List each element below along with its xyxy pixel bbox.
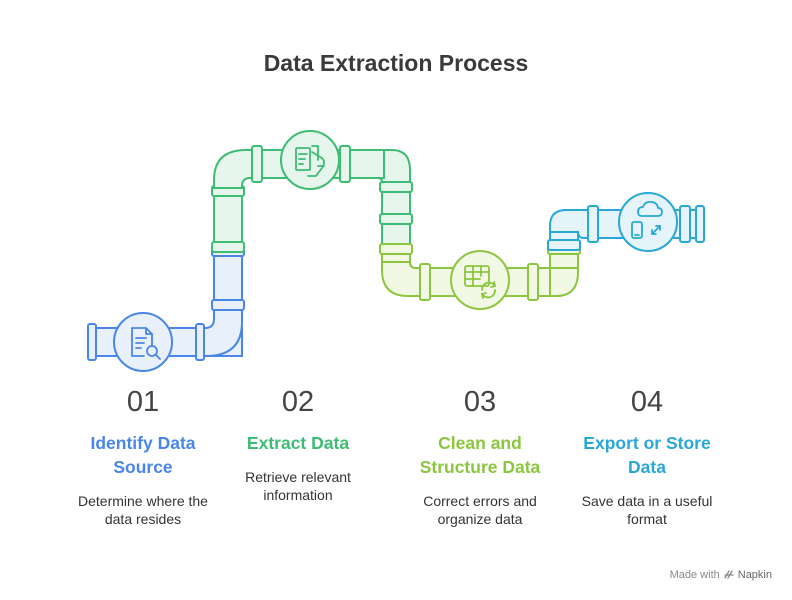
step-1-title: Identify Data Source: [58, 431, 228, 479]
step-4-title: Export or Store Data: [562, 431, 732, 479]
table-refresh-icon: [464, 265, 496, 299]
napkin-logo-icon: [724, 570, 734, 579]
hand-extract-icon: [295, 145, 325, 177]
step-1-title-line-2: Source: [113, 457, 173, 477]
step-2-desc-line-1: Retrieve relevant: [245, 469, 351, 485]
step-4-title-line-1: Export or Store: [583, 433, 711, 453]
footer-brand: Napkin: [737, 569, 772, 581]
step-1-number: 01: [126, 386, 160, 418]
step-1-desc-line-1: Determine where the: [78, 493, 208, 509]
step-2-title: Extract Data: [213, 431, 383, 455]
step-4-desc-line-1: Save data in a useful: [581, 493, 713, 509]
step-1-desc-line-2: data resides: [104, 511, 182, 527]
diagram-title: Data Extraction Process: [263, 50, 529, 76]
step-4-number: 04: [630, 386, 664, 418]
napkin-footer[interactable]: Made with Napkin: [670, 569, 772, 581]
step-4-icon-circle: [618, 192, 678, 252]
step-3-desc-line-1: Correct errors and: [423, 493, 537, 509]
step-1-description: Determine where the data resides: [58, 492, 228, 528]
step-1-icon-circle: [113, 312, 173, 372]
document-search-icon: [131, 327, 161, 360]
step-4-title-line-2: Data: [628, 457, 666, 477]
footer-made-with: Made with: [669, 569, 720, 581]
step-4-description: Save data in a useful format: [562, 492, 732, 528]
step-3-description: Correct errors and organize data: [395, 492, 565, 528]
step-3-title-line-2: Structure Data: [419, 457, 541, 477]
step-3-icon-circle: [450, 250, 510, 310]
cloud-device-sync-icon: [631, 200, 663, 239]
step-3-number: 03: [463, 386, 497, 418]
step-3-title: Clean and Structure Data: [395, 431, 565, 479]
step-2-title-line-1: Extract Data: [246, 433, 350, 453]
step-4-desc-line-2: format: [627, 511, 667, 527]
step-2-description: Retrieve relevant information: [213, 468, 383, 504]
step-3-title-line-1: Clean and: [438, 433, 522, 453]
step-2-number: 02: [281, 386, 315, 418]
step-1-title-line-1: Identify Data: [90, 433, 196, 453]
step-3-desc-line-2: organize data: [437, 511, 523, 527]
step-2-desc-line-2: information: [263, 487, 333, 503]
step-2-icon-circle: [280, 130, 340, 190]
